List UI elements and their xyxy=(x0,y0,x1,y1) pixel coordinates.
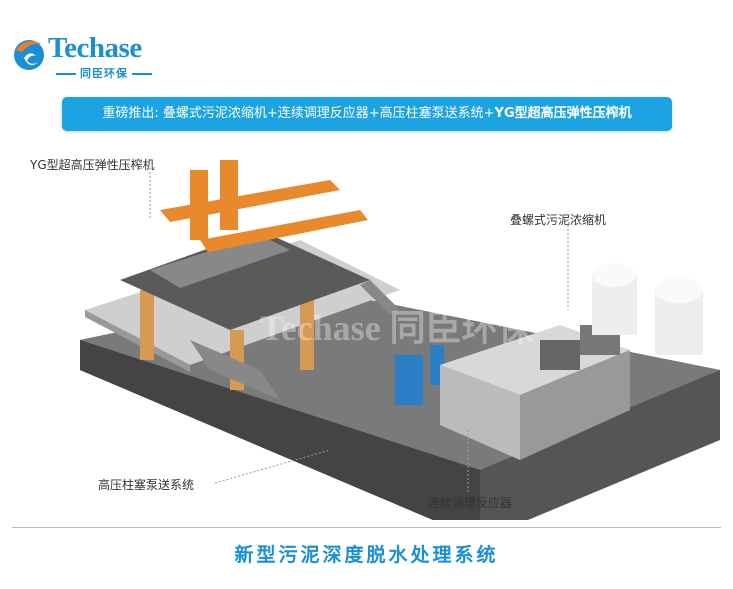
logo-brand: Techase xyxy=(48,32,142,64)
techase-logo: Techase 同臣环保 xyxy=(12,32,172,80)
system-illustration: Techase 同臣环保 xyxy=(80,160,720,520)
label-press: YG型超高压弹性压榨机 xyxy=(30,158,155,172)
banner-prefix: 重磅推出: 叠螺式污泥浓缩机+连续调理反应器+高压柱塞泵送系统+ xyxy=(102,106,495,121)
promo-banner: 重磅推出: 叠螺式污泥浓缩机+连续调理反应器+高压柱塞泵送系统+YG型超高压弹性… xyxy=(62,97,672,131)
banner-highlight: YG型超高压弹性压榨机 xyxy=(494,106,632,121)
label-thickener: 叠螺式污泥浓缩机 xyxy=(510,213,607,227)
filter-press xyxy=(120,230,370,330)
label-reactor: 连续调理反应器 xyxy=(428,496,513,510)
label-pump: 高压柱塞泵送系统 xyxy=(98,478,195,492)
divider xyxy=(12,527,721,528)
watermark: Techase 同臣环保 xyxy=(260,308,535,348)
logo-subtitle: 同臣环保 xyxy=(52,65,156,81)
logo-mark-icon xyxy=(14,40,44,70)
stairs xyxy=(190,340,280,400)
plunger-pump xyxy=(395,355,423,405)
page-title: 新型污泥深度脱水处理系统 xyxy=(234,544,499,566)
